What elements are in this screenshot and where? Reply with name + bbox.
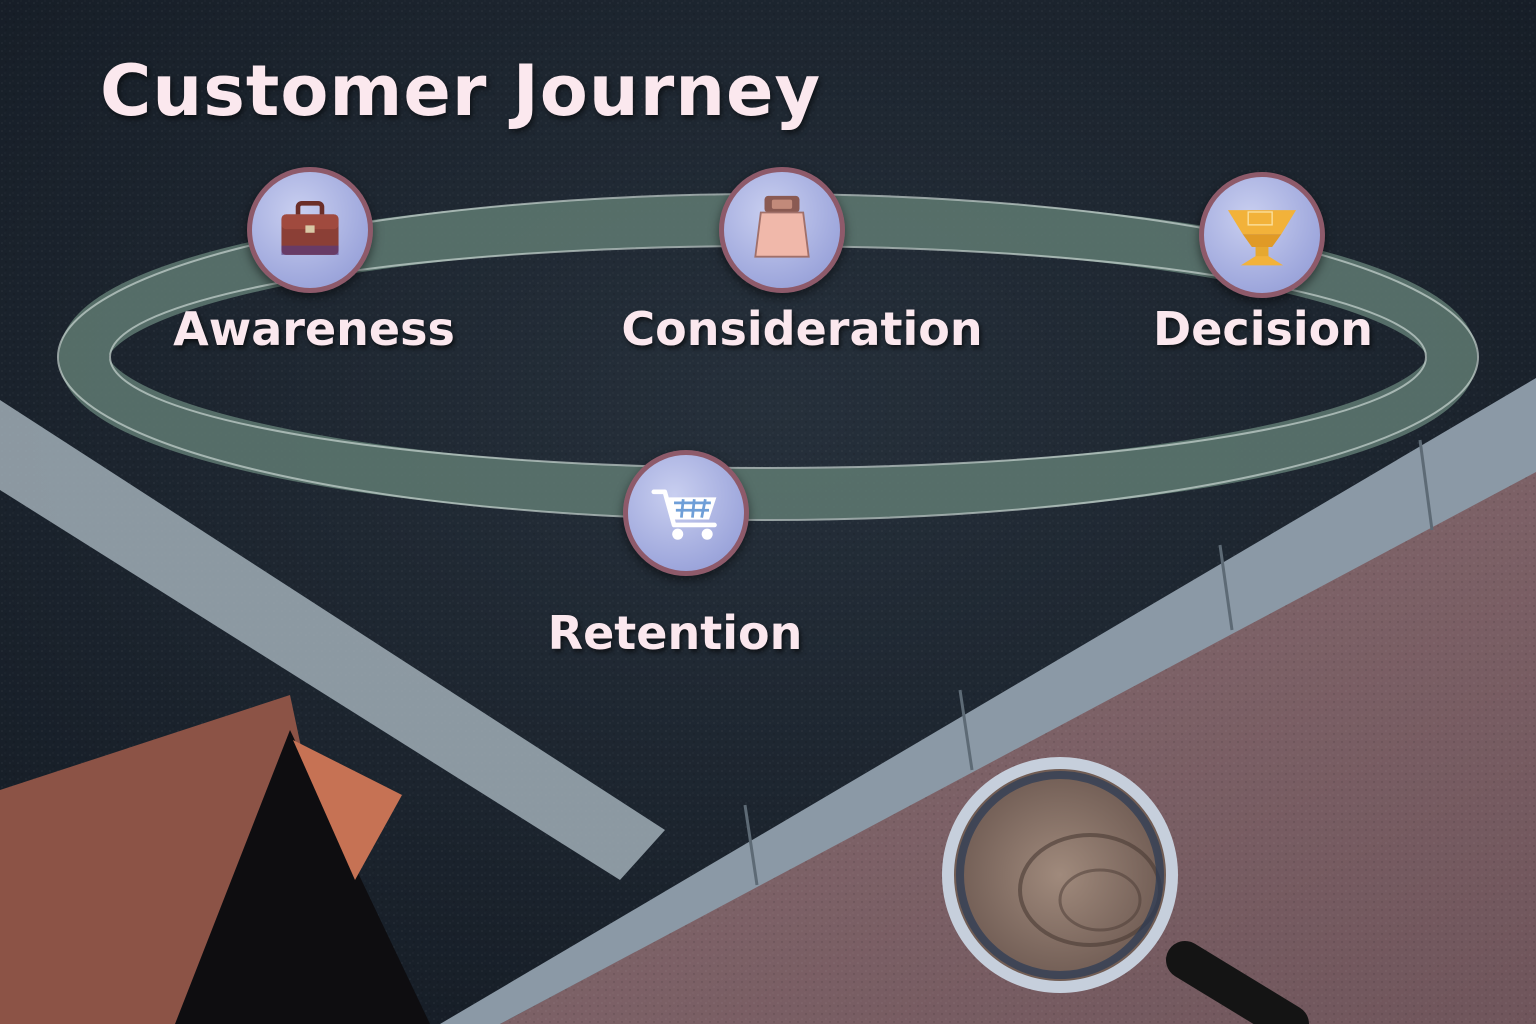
stage-label-awareness: Awareness [173, 302, 455, 356]
shopping-cart-icon [651, 489, 717, 540]
magnifying-glass [942, 757, 1309, 1024]
shopping-bag-icon [754, 195, 810, 258]
road-line [0, 400, 665, 880]
orange-paper [293, 740, 402, 880]
stage-label-consideration: Consideration [621, 302, 983, 356]
stage-icon-consideration [719, 167, 845, 293]
stage-label-decision: Decision [1153, 302, 1373, 356]
curb [440, 378, 1536, 1024]
stage-icon-awareness [247, 167, 373, 293]
trophy-icon [1227, 210, 1297, 266]
diagram-title: Customer Journey [100, 50, 822, 132]
stage-label-retention: Retention [547, 606, 803, 660]
black-paper [175, 730, 430, 1024]
curb-joints [743, 439, 1434, 886]
stage-icon-retention [623, 450, 749, 576]
stage-icon-decision [1199, 172, 1325, 298]
briefcase-icon [281, 201, 339, 255]
